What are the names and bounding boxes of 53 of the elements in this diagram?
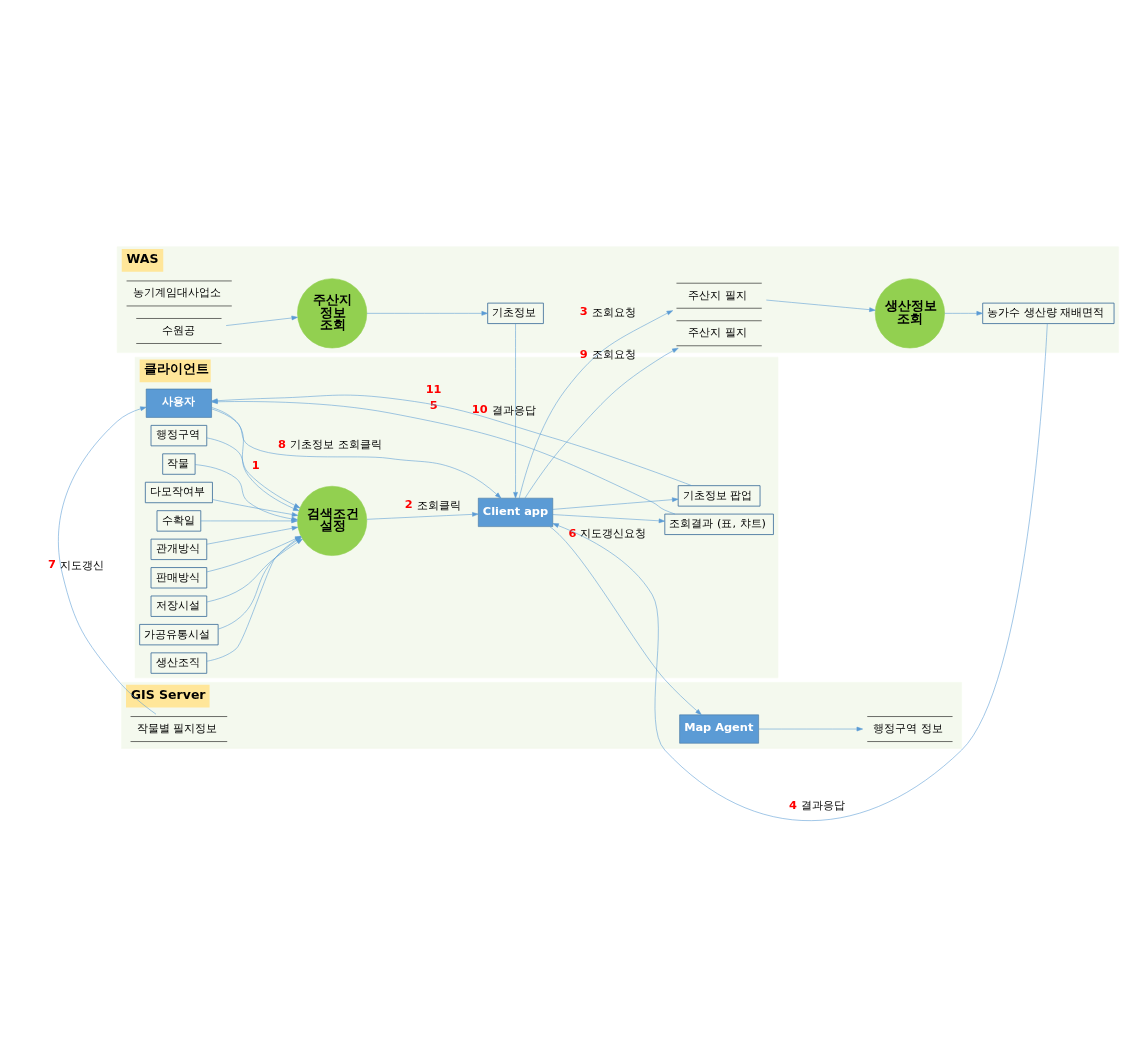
- node-box: 다모작여부: [144, 481, 213, 504]
- arrow: [513, 323, 518, 499]
- arrow: [766, 299, 876, 312]
- edge-label: 3 조회요청: [579, 304, 636, 319]
- arrow: [206, 526, 299, 545]
- arrow: [211, 408, 502, 499]
- node-box: 수확일: [156, 510, 202, 532]
- edge-label: 6 지도갱신요청: [568, 525, 647, 541]
- arrow: [212, 499, 299, 517]
- node-circle: 생산정보 조회: [874, 278, 945, 349]
- arrow: [549, 526, 702, 715]
- arrow: [758, 726, 863, 732]
- edge-label: 8 기초정보 조회클릭: [278, 436, 382, 452]
- node-box: 조회결과 (표, 챠트): [664, 513, 774, 535]
- node-box: 기초정보 팝업: [677, 485, 761, 507]
- arrow: [206, 437, 301, 509]
- arrow: [211, 407, 300, 511]
- node-text: 주산지 필지: [688, 287, 748, 302]
- node-box: 사용자: [145, 388, 212, 418]
- node-circle: 주산지 정보 조회: [297, 278, 368, 349]
- edge-label: 2 조회클릭: [404, 497, 461, 512]
- arrow: [552, 323, 1048, 821]
- arrow: [552, 497, 679, 510]
- node-box: 작물: [162, 453, 196, 475]
- node-box: 농가수 생산량 재배면적: [982, 302, 1115, 324]
- arrow: [944, 311, 983, 316]
- edge-label: 11: [425, 381, 442, 396]
- arrow: [366, 512, 479, 520]
- arrow: [225, 315, 298, 326]
- edge-label: 4 결과응답: [789, 797, 845, 813]
- arrow: [58, 406, 157, 715]
- node-box: 생산조직: [150, 652, 208, 674]
- edge-label: 5: [429, 397, 438, 412]
- arrow: [552, 514, 666, 524]
- node-box: 가공유통시설: [139, 624, 219, 646]
- node-box: 저장시설: [150, 595, 208, 617]
- node-text: 농기계임대사업소: [132, 285, 221, 300]
- node-box: 판매방식: [150, 567, 208, 589]
- node-box: Map Agent: [679, 714, 759, 744]
- node-box: 기초정보: [487, 302, 544, 324]
- node-text: 작물별 필지정보: [136, 720, 218, 735]
- arrow: [366, 311, 488, 316]
- edge-label: 10 결과응답: [471, 402, 536, 417]
- node-box: Client app: [478, 497, 554, 527]
- edge-label: 7 지도갱신: [48, 557, 105, 572]
- node-text: 행정구역 정보: [873, 720, 944, 735]
- arrow: [518, 310, 673, 499]
- node-box: 관개방식: [150, 538, 208, 560]
- node-text: 수원공: [161, 322, 195, 337]
- node-text: 주산지 필지: [688, 325, 748, 340]
- node-box: 행정구역: [150, 424, 208, 447]
- edge-label: 1: [251, 458, 260, 473]
- arrow: [524, 347, 679, 499]
